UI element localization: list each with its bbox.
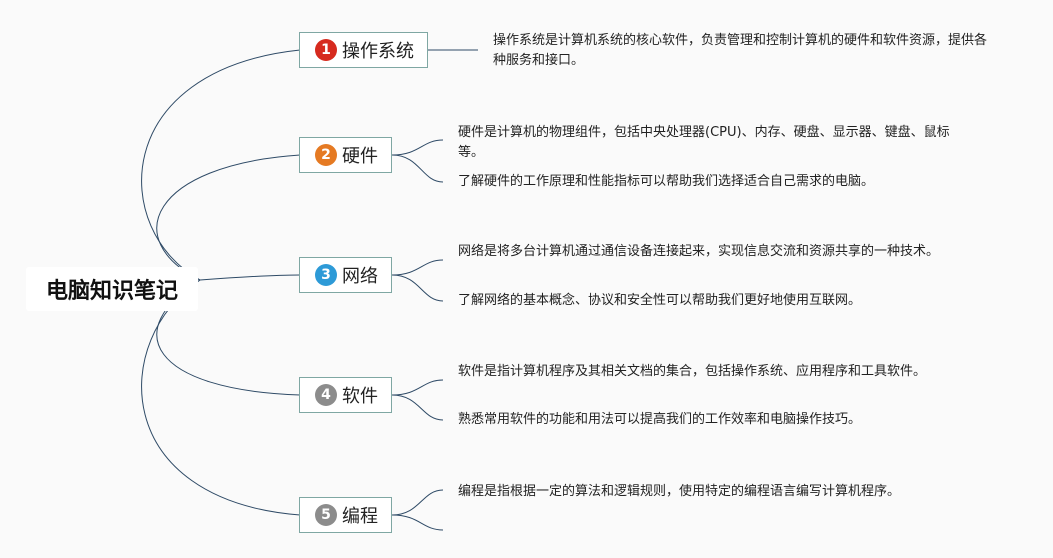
note-network-2[interactable]: 了解网络的基本概念、协议和安全性可以帮助我们更好地使用互联网。: [458, 293, 862, 308]
link-central-topic-5: [141, 279, 301, 516]
link-topic-2-note-2: [391, 154, 444, 183]
number-badge-icon: 5: [315, 504, 337, 526]
note-network-1[interactable]: 网络是将多台计算机通过通信设备连接起来，实现信息交流和资源共享的一种技术。: [458, 244, 940, 259]
topic-label: 软件: [342, 386, 378, 407]
number-badge-icon: 1: [315, 39, 337, 61]
link-topic-5-note-2: [391, 514, 444, 531]
note-software-2[interactable]: 熟悉常用软件的功能和用法可以提高我们的工作效率和电脑操作技巧。: [458, 412, 862, 427]
topic-hardware[interactable]: 2 硬件: [299, 137, 392, 173]
topic-label: 操作系统: [342, 41, 414, 62]
topic-programming[interactable]: 5 编程: [299, 497, 392, 533]
number-badge-icon: 4: [315, 384, 337, 406]
link-topic-3-note-1: [391, 259, 444, 276]
topic-operating-system[interactable]: 1 操作系统: [299, 32, 428, 68]
link-central-topic-3: [199, 274, 301, 281]
link-topic-4-note-2: [391, 394, 444, 421]
note-operating-system-1[interactable]: 操作系统是计算机系统的核心软件，负责管理和控制计算机的硬件和软件资源，提供各种服…: [493, 33, 988, 68]
link-topic-2-note-1: [391, 139, 444, 156]
topic-label: 硬件: [342, 146, 378, 167]
note-programming-1[interactable]: 编程是指根据一定的算法和逻辑规则，使用特定的编程语言编写计算机程序。: [458, 484, 901, 499]
link-topic-4-note-1: [391, 379, 444, 396]
topic-network[interactable]: 3 网络: [299, 257, 392, 293]
note-hardware-1[interactable]: 硬件是计算机的物理组件，包括中央处理器(CPU)、内存、硬盘、显示器、键盘、鼠标…: [458, 125, 950, 160]
topic-software[interactable]: 4 软件: [299, 377, 392, 413]
number-badge-icon: 3: [315, 264, 337, 286]
link-topic-5-note-1: [391, 489, 444, 516]
note-software-1[interactable]: 软件是指计算机程序及其相关文档的集合，包括操作系统、应用程序和工具软件。: [458, 364, 927, 379]
link-topic-3-note-2: [391, 274, 444, 302]
link-central-topic-1: [141, 49, 301, 281]
link-central-topic-2: [156, 154, 301, 281]
note-hardware-2[interactable]: 了解硬件的工作原理和性能指标可以帮助我们选择适合自己需求的电脑。: [458, 174, 875, 189]
topic-label: 网络: [342, 266, 378, 287]
number-badge-icon: 2: [315, 144, 337, 166]
topic-label: 编程: [342, 506, 378, 527]
central-topic[interactable]: 电脑知识笔记: [26, 267, 198, 311]
